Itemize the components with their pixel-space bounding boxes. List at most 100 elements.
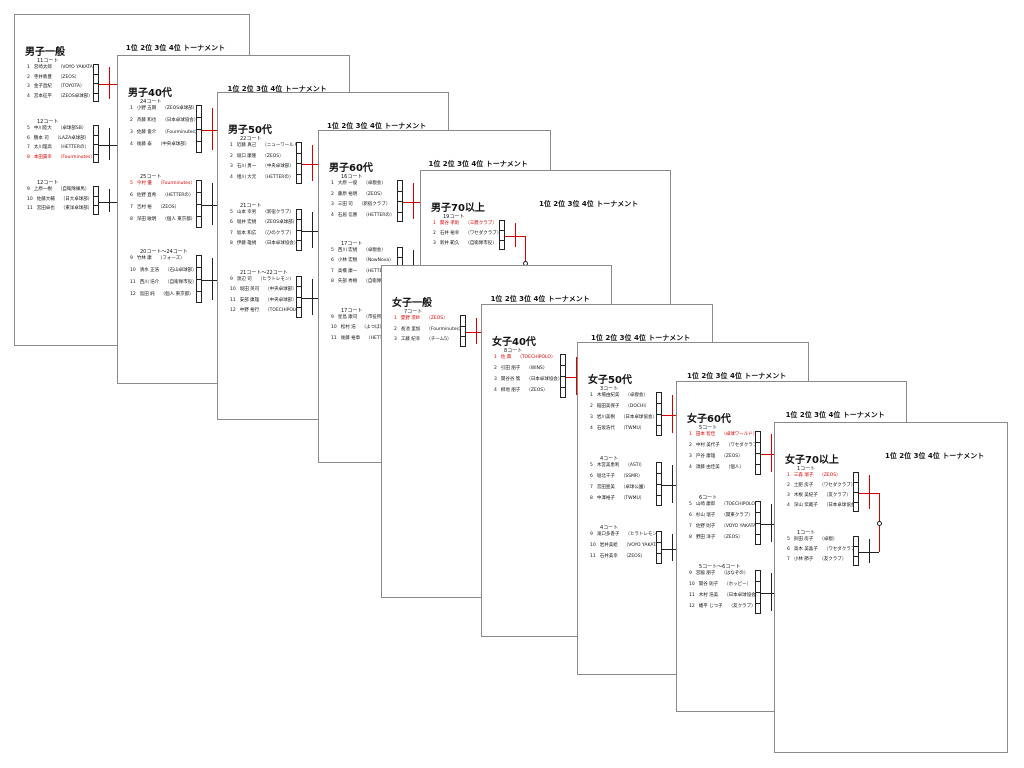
paren: ） <box>192 268 197 274</box>
player-name: 工藤 紀幸 <box>400 337 421 342</box>
bracket-line <box>302 164 312 165</box>
paren: ） <box>738 534 743 540</box>
player-team: 日本卓球協会 <box>625 415 653 420</box>
seed-number: 2 <box>230 153 233 159</box>
paren: ） <box>292 297 297 303</box>
bracket-cell <box>756 465 760 475</box>
player-team: ワセダクラブ <box>469 231 497 236</box>
player-name: 引田 朋子 <box>500 366 521 371</box>
paren: ） <box>84 145 90 151</box>
player-team: 日本卓球協会 <box>266 241 294 247</box>
bracket-line <box>413 183 414 219</box>
paren: ） <box>652 415 657 420</box>
bracket-line <box>312 145 313 181</box>
paren: （ <box>165 280 170 286</box>
paren: ） <box>640 554 646 560</box>
player-team: HETTERの <box>367 268 390 274</box>
bracket-box <box>460 315 466 347</box>
paren: （ <box>57 84 63 89</box>
player-entry: 3佐藤 俊介（Fourminutes） <box>130 130 199 136</box>
bracket-line <box>771 434 772 472</box>
player-name: 安部 康雄 <box>239 297 260 303</box>
player-name: 伊藤 雄規 <box>236 241 257 247</box>
bracket-box <box>93 64 99 102</box>
player-team: 東洋卓球部 <box>65 206 88 212</box>
seed-number: 6 <box>590 473 593 479</box>
seed-number: 4 <box>331 212 334 218</box>
bracket-line <box>212 183 213 226</box>
court-label: 20コート〜24コート <box>140 249 188 256</box>
bracket-cell <box>94 206 98 215</box>
bracket-cell <box>398 192 402 202</box>
bracket-box <box>499 220 505 250</box>
seed-number: 12 <box>230 308 236 314</box>
paren: ） <box>389 258 394 264</box>
sheet-heading: 1位 2位 3位 4位 トーナメント <box>428 160 528 168</box>
player-name: 石居 信勝 <box>337 212 358 218</box>
bracket-box <box>656 461 662 506</box>
player-team: Fourminutes <box>62 154 91 160</box>
player-team: TOECHIPOLO <box>725 501 755 507</box>
player-entry: 8矢部 秀樹（自衛隊） <box>331 279 386 285</box>
bracket-box <box>93 186 99 215</box>
player-team: 卓親 <box>823 537 833 542</box>
player-team: ZEOS <box>725 534 739 540</box>
seed-number: 11 <box>689 593 695 599</box>
seed-number: 6 <box>130 193 133 199</box>
paren: ） <box>841 557 847 562</box>
bracket-cell <box>197 292 201 303</box>
bracket-cell <box>756 604 760 614</box>
player-name: 山本 幸男 <box>236 209 257 215</box>
seed-number: 7 <box>130 205 133 211</box>
sheet-title: 女子40代 <box>492 337 536 348</box>
paren: （ <box>157 256 163 262</box>
paren: ） <box>638 473 643 479</box>
bracket-cell <box>854 493 858 503</box>
paren: （ <box>620 473 626 479</box>
player-name: 中澤裕子 <box>596 495 615 501</box>
bracket-cell <box>197 256 201 269</box>
bracket-line <box>312 164 322 165</box>
sheet-heading: 1位 2位 3位 4位 トーナメント <box>785 411 885 419</box>
paren: ） <box>743 571 749 577</box>
player-name: 寺井教豊 <box>33 74 52 80</box>
paren: ） <box>192 280 197 286</box>
seed-number: 7 <box>689 523 692 529</box>
player-team: HETTERの <box>166 193 189 199</box>
seed-number: 4 <box>787 503 790 508</box>
player-name: 堀北千子 <box>596 473 615 479</box>
player-name: 長池 里加 <box>400 326 421 332</box>
bracket-box <box>296 208 302 251</box>
paren: （ <box>157 205 163 211</box>
paren: ） <box>639 462 645 468</box>
bracket-cell <box>657 393 661 404</box>
player-entry: 9星島 康司（市役所） <box>331 315 386 321</box>
paren: （ <box>625 393 630 398</box>
bracket-cell <box>398 181 402 192</box>
player-team: はなぞの <box>725 571 744 577</box>
bracket-cell <box>197 205 201 218</box>
paren: （ <box>823 493 829 498</box>
player-name: 佐野 則子 <box>695 523 716 529</box>
player-team: 卓球ワールド <box>725 432 753 437</box>
paren: ） <box>644 404 650 409</box>
bracket-line <box>515 236 525 237</box>
sheet-title: 女子70以上 <box>785 455 839 466</box>
player-name: 宮崎太郎 <box>33 65 52 70</box>
player-team: 日本卓球協会 <box>828 503 856 508</box>
bracket-line <box>672 395 673 433</box>
paren: （ <box>620 484 626 490</box>
